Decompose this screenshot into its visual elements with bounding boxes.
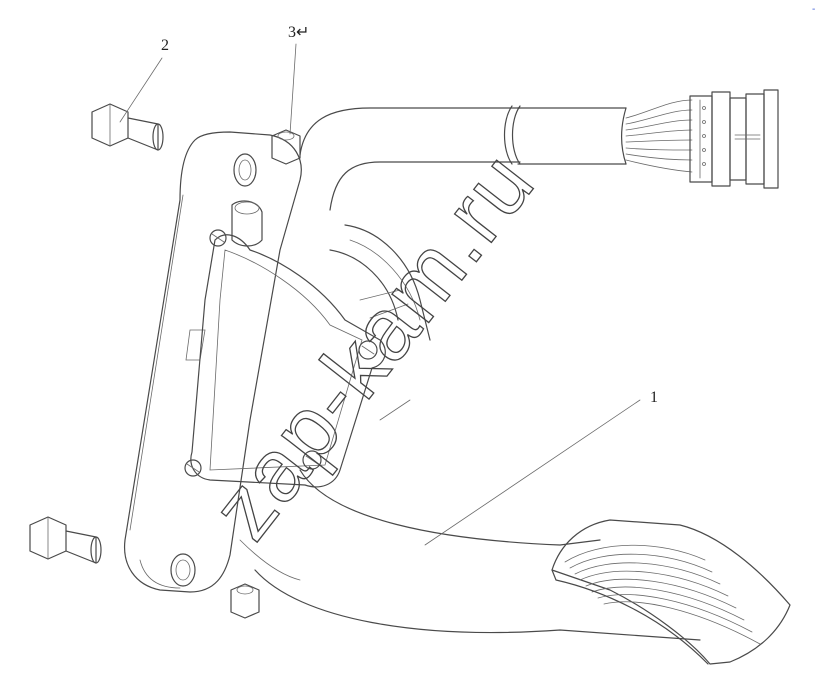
callout-label-3: 3↵ — [288, 24, 309, 41]
callout-label-2: 2 — [161, 37, 169, 54]
mounting-bracket — [123, 131, 302, 593]
pedal-pad — [551, 519, 791, 665]
wiring-harness — [299, 89, 779, 211]
corner-mark: - — [812, 4, 815, 15]
sensor-housing — [184, 200, 421, 488]
harness-connector — [689, 89, 779, 189]
nut-upper — [271, 129, 301, 165]
screw-heads — [184, 229, 378, 477]
bolt-lower — [29, 516, 102, 564]
nut-lower — [230, 583, 260, 619]
watermark-text: zap-kam.ru — [192, 133, 553, 557]
callout-label-1: 1 — [650, 389, 658, 406]
leader-lines — [119, 43, 641, 546]
bolt-upper — [91, 103, 164, 151]
pedal-arm — [239, 224, 701, 641]
harness-wires — [625, 99, 693, 173]
